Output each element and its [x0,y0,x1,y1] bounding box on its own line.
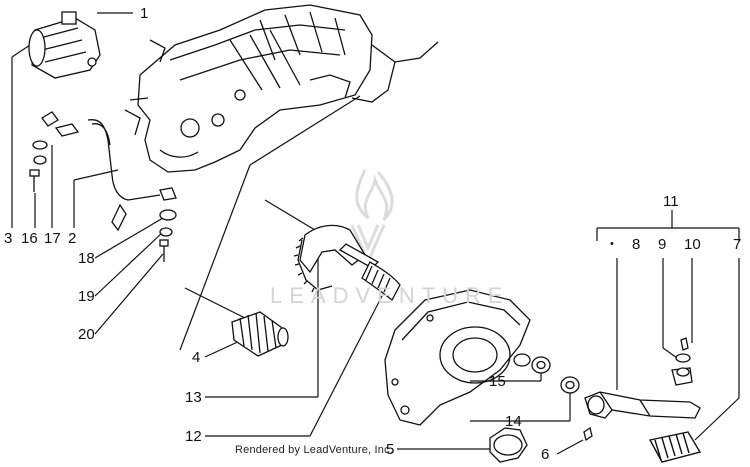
circlip [583,426,593,442]
callout-3: 3 [4,230,13,247]
callout-15: 15 [489,373,506,390]
callout-6: 6 [541,446,550,463]
kickstart-sector [293,224,401,301]
wiring-harness [41,111,177,232]
cover-cap [489,427,528,463]
callout-4: 4 [192,349,201,366]
fasteners [29,140,177,262]
callout-7: 7 [733,236,742,253]
callout-5: 5 [386,441,395,458]
leader-lines [11,12,740,455]
bushing-washer [531,356,580,394]
kickstart-lever [584,337,701,419]
callout-16: 16 [21,230,38,247]
return-spring [648,431,702,463]
callout-9: 9 [658,236,667,253]
callout-19: 19 [78,288,95,305]
callout-10: 10 [684,236,701,253]
callout-12: 12 [185,428,202,445]
render-credit: Rendered by LeadVenture, Inc. [235,444,394,456]
side-cover [384,289,531,426]
callout-2: 2 [68,230,77,247]
starter-bendix [231,311,289,357]
callout-18: 18 [78,250,95,267]
callout-17: 17 [44,230,61,247]
starter-motor [28,11,101,79]
callout-8: 8 [632,236,641,253]
callout-13: 13 [185,389,202,406]
watermark-text: LEADVENTURE [270,283,510,308]
callout-dot: • [610,238,614,250]
callout-1: 1 [140,5,149,22]
callout-11: 11 [663,193,679,210]
callout-20: 20 [78,326,95,343]
engine-case [124,4,439,173]
callout-14: 14 [505,413,522,430]
